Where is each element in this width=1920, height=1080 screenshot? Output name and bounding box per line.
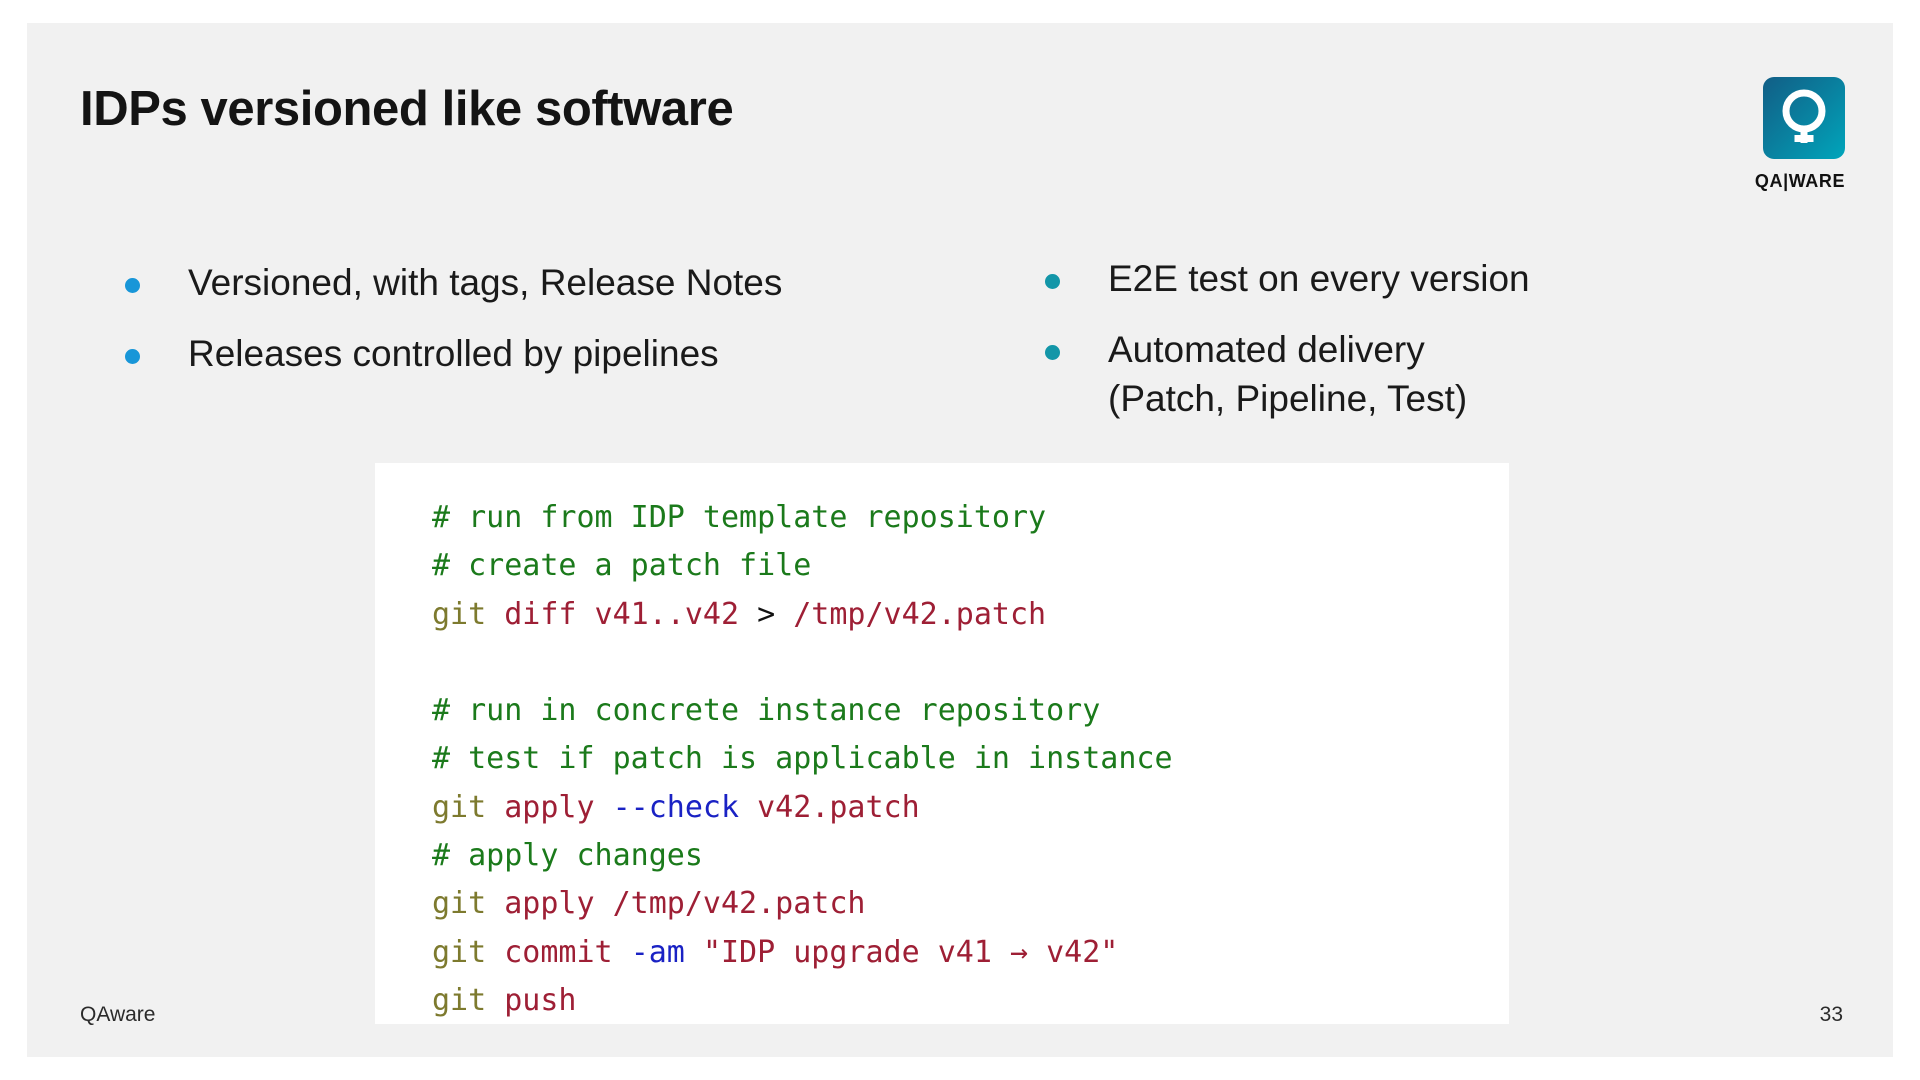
code-line: git diff v41..v42 > /tmp/v42.patch	[432, 591, 1173, 639]
code-token: # apply changes	[432, 838, 703, 874]
code-token	[595, 790, 613, 825]
code-line: git commit -am "IDP upgrade v41 → v42"	[432, 929, 1173, 977]
footer-brand: QAware	[80, 1003, 156, 1026]
list-item: Releases controlled by pipelines	[122, 330, 1002, 379]
bullet-dot-icon	[1045, 274, 1060, 289]
footer-page-number: 33	[1819, 1003, 1843, 1026]
logo-wordmark: QA|WARE	[1754, 171, 1846, 191]
code-token	[486, 935, 504, 970]
list-item-label: E2E test on every version	[1108, 258, 1530, 299]
list-item-label: Automated delivery (Patch, Pipeline, Tes…	[1108, 328, 1468, 419]
bullet-dot-icon	[125, 278, 140, 293]
code-token: "IDP upgrade v41 → v42"	[702, 934, 1119, 970]
code-token	[486, 983, 504, 1018]
list-item-label: Versioned, with tags, Release Notes	[188, 262, 783, 303]
code-line: # apply changes	[432, 832, 1173, 880]
code-line: git apply --check v42.patch	[432, 784, 1173, 832]
code-line	[432, 639, 1173, 687]
code-line: # run from IDP template repository	[432, 494, 1173, 542]
bullet-dot-icon	[1045, 344, 1060, 360]
qaware-logo: QA|WARE	[1745, 57, 1855, 217]
bullet-dot-icon	[125, 348, 140, 364]
code-token	[685, 935, 703, 970]
code-line: # run in concrete instance repository	[432, 687, 1173, 735]
code-token: # create a patch file	[432, 548, 812, 584]
slide-canvas: IDPs versioned like software QA|WARE Ver…	[27, 23, 1893, 1057]
list-item-label: Releases controlled by pipelines	[188, 332, 719, 374]
code-token: apply	[504, 789, 595, 825]
code-lines: # run from IDP template repository # crea…	[432, 494, 1173, 1025]
code-token: >	[739, 596, 794, 632]
code-token: # run from IDP template repository	[432, 500, 1047, 535]
code-token: commit	[504, 934, 613, 970]
list-item: Versioned, with tags, Release Notes	[122, 259, 1002, 308]
code-token: -am	[630, 934, 685, 970]
code-token: # run in concrete instance repository	[432, 693, 1101, 729]
code-token	[739, 790, 757, 825]
code-token	[486, 886, 504, 921]
code-line: # create a patch file	[432, 542, 1173, 590]
bullet-list-left: Versioned, with tags, Release Notes Rele…	[122, 259, 1002, 401]
code-token: git	[432, 886, 487, 922]
code-token: /tmp/v42.patch	[793, 596, 1047, 632]
list-item: Automated delivery (Patch, Pipeline, Tes…	[1042, 326, 1682, 424]
page-title: IDPs versioned like software	[80, 82, 734, 136]
bullet-list-right: E2E test on every version Automated deli…	[1042, 255, 1682, 445]
code-line: git apply /tmp/v42.patch	[432, 880, 1173, 928]
code-snippet-block: # run from IDP template repository # crea…	[375, 463, 1509, 1024]
code-token: # test if patch is applicable in instanc…	[432, 741, 1173, 777]
code-line: git push	[432, 977, 1173, 1025]
code-token: git	[432, 934, 487, 970]
code-token: --check	[612, 789, 740, 825]
list-item: E2E test on every version	[1042, 255, 1682, 304]
code-token: apply /tmp/v42.patch	[504, 886, 866, 922]
code-token: diff v41..v42	[504, 596, 740, 632]
code-token: git	[432, 789, 487, 825]
code-line: # test if patch is applicable in instanc…	[432, 735, 1173, 783]
qaware-q-mark-icon	[1763, 77, 1845, 159]
code-token	[486, 790, 504, 825]
code-token: push	[504, 982, 577, 1018]
code-token: git	[432, 982, 487, 1018]
code-token	[613, 935, 631, 970]
code-token: git	[432, 596, 487, 632]
code-token	[486, 597, 504, 632]
code-token: v42.patch	[757, 789, 920, 825]
